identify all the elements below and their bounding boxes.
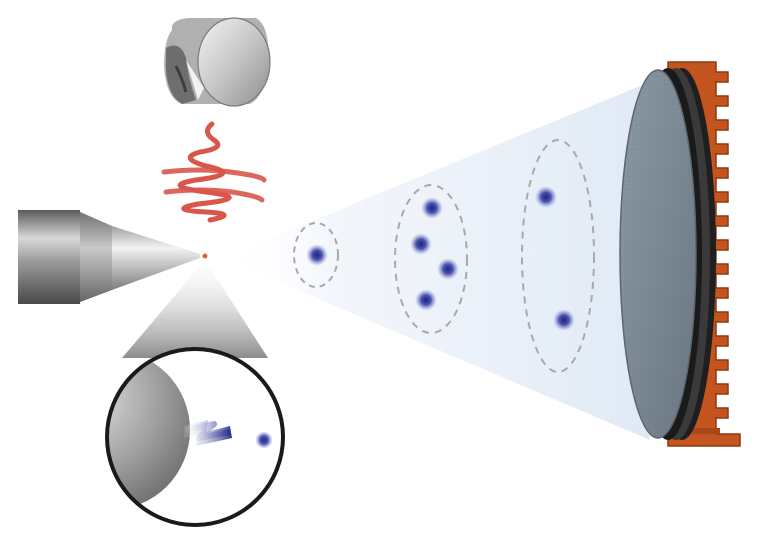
- ion-dot: [410, 233, 432, 255]
- objective-lens-icon: [164, 17, 271, 107]
- tip-sphere: [107, 350, 190, 510]
- needle-tip-icon: [18, 210, 208, 304]
- ion-dot: [437, 258, 459, 280]
- ion-dot: [553, 309, 575, 331]
- ion-dot: [415, 289, 437, 311]
- ion-flight-cone: [222, 82, 650, 440]
- zoom-beam: [122, 260, 268, 358]
- ion-dot: [255, 431, 273, 449]
- ion-cluster-2: [521, 139, 595, 373]
- position-sensitive-detector-icon: [619, 61, 741, 447]
- ion-dot: [535, 186, 557, 208]
- ion-cluster-4: [394, 184, 468, 334]
- ion-cluster-1: [293, 222, 339, 288]
- ion-dot: [306, 244, 328, 266]
- ion-dot: [421, 197, 443, 219]
- ion-trajectory: [185, 421, 231, 441]
- laser-pulse-icon: [161, 121, 267, 223]
- magnifier-inset-icon: [105, 347, 285, 527]
- tip-apex-spot: [202, 253, 208, 259]
